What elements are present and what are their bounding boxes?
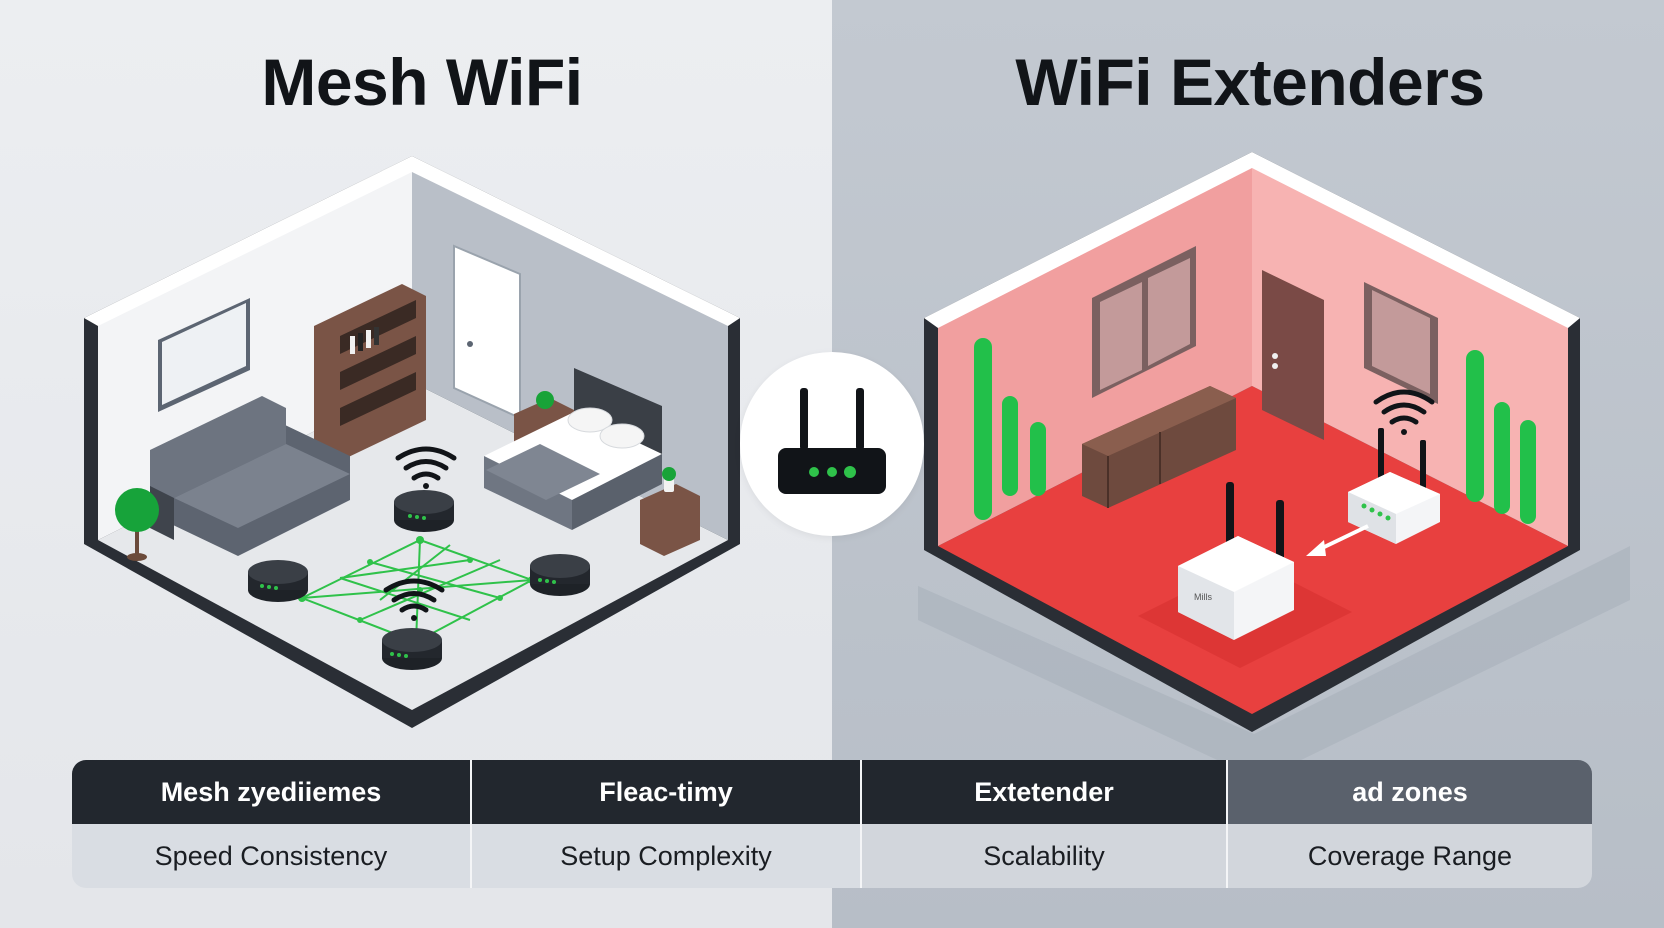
wifi-icon bbox=[1373, 389, 1435, 435]
door bbox=[1262, 270, 1324, 440]
mesh-node-icon bbox=[394, 490, 454, 532]
router-icon bbox=[778, 388, 886, 494]
extender-icon bbox=[1348, 428, 1440, 544]
arrow-icon bbox=[1306, 524, 1369, 556]
table-cell: Setup Complexity bbox=[472, 824, 862, 888]
table-header-cell: ad zones bbox=[1228, 760, 1592, 824]
mesh-node-icon bbox=[530, 554, 590, 596]
wifi-icon bbox=[383, 578, 445, 621]
signal-bars-right bbox=[1466, 350, 1536, 524]
mesh-node-icon bbox=[248, 560, 308, 602]
signal-bars-left bbox=[974, 338, 1046, 520]
plant bbox=[115, 488, 159, 532]
wifi-extenders-title: WiFi Extenders bbox=[1015, 45, 1485, 119]
router-label: Mi⁠lls bbox=[1194, 592, 1212, 602]
comparison-table: Mesh zyediiemes Fleac-timy Extetender ad… bbox=[72, 760, 1592, 888]
main-router: Mi⁠lls bbox=[1178, 482, 1294, 640]
mesh-wifi-title: Mesh WiFi bbox=[261, 45, 583, 119]
table-header-cell: Fleac-timy bbox=[472, 760, 862, 824]
table-header-cell: Extetender bbox=[862, 760, 1228, 824]
table-cell: Scalability bbox=[862, 824, 1228, 888]
wifi-icon bbox=[395, 446, 457, 489]
table-cell: Coverage Range bbox=[1228, 824, 1592, 888]
mesh-node-icon bbox=[382, 628, 442, 670]
center-router-badge bbox=[740, 352, 924, 536]
table-cell: Speed Consistency bbox=[72, 824, 472, 888]
table-header-cell: Mesh zyediiemes bbox=[72, 760, 472, 824]
